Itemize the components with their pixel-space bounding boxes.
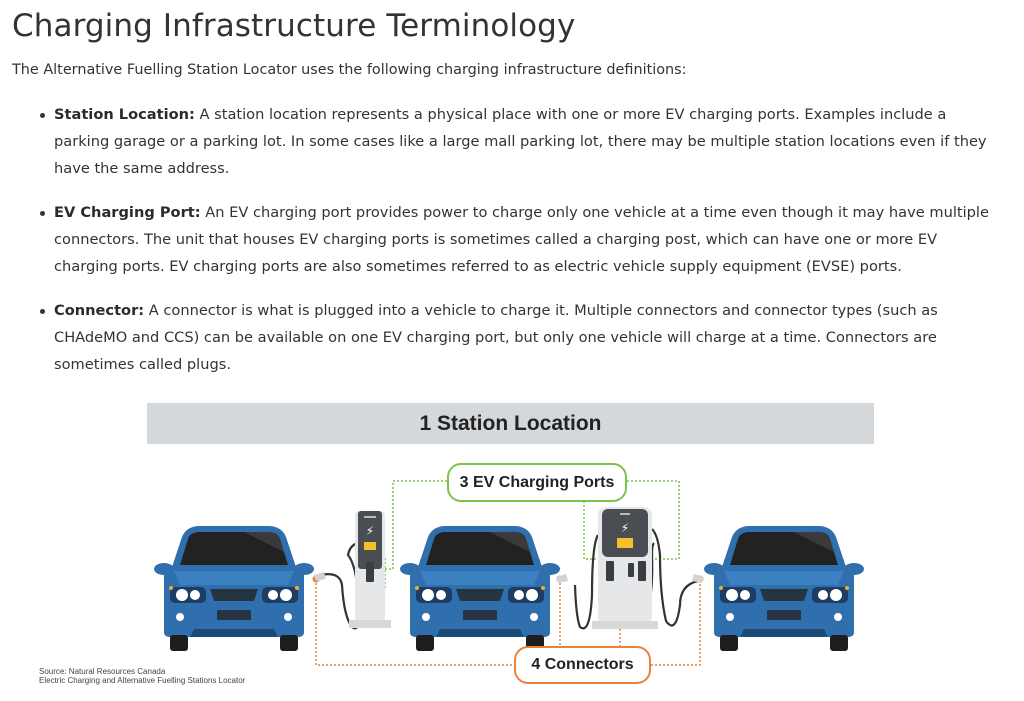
station-location-banner: 1 Station Location <box>147 403 874 444</box>
definition-text: A connector is what is plugged into a ve… <box>54 302 938 373</box>
connectors-label: 4 Connectors <box>514 646 651 684</box>
definition-term: EV Charging Port: <box>54 204 201 221</box>
car-center <box>400 526 560 651</box>
charging-post-dual: ⚡ <box>556 507 704 630</box>
station-diagram: ⚡ ⚡ 1 Station Location 3 <box>0 395 1024 701</box>
definition-term: Station Location: <box>54 106 195 123</box>
definition-connector: Connector: A connector is what is plugge… <box>40 297 994 378</box>
definitions-list: Station Location: A station location rep… <box>40 101 994 395</box>
charging-post-single: ⚡ <box>314 511 391 630</box>
page-title: Charging Infrastructure Terminology <box>12 8 576 44</box>
source-line-2: Electric Charging and Alternative Fuelli… <box>39 676 246 685</box>
source-line-1: Source: Natural Resources Canada <box>39 667 166 676</box>
definition-ev-charging-port: EV Charging Port: An EV charging port pr… <box>40 199 994 280</box>
definition-text: An EV charging port provides power to ch… <box>54 204 989 275</box>
intro-text: The Alternative Fuelling Station Locator… <box>12 62 687 78</box>
definition-text: A station location represents a physical… <box>54 106 987 177</box>
source-caption: Source: Natural Resources Canada Electri… <box>39 667 245 685</box>
car-right <box>704 526 864 651</box>
definition-station-location: Station Location: A station location rep… <box>40 101 994 182</box>
car-left <box>154 526 314 651</box>
ev-charging-ports-label: 3 EV Charging Ports <box>447 463 627 502</box>
svg-text:⚡: ⚡ <box>366 524 374 538</box>
diagram-illustration: ⚡ ⚡ <box>154 480 864 666</box>
definition-term: Connector: <box>54 302 145 319</box>
svg-text:⚡: ⚡ <box>621 521 629 535</box>
